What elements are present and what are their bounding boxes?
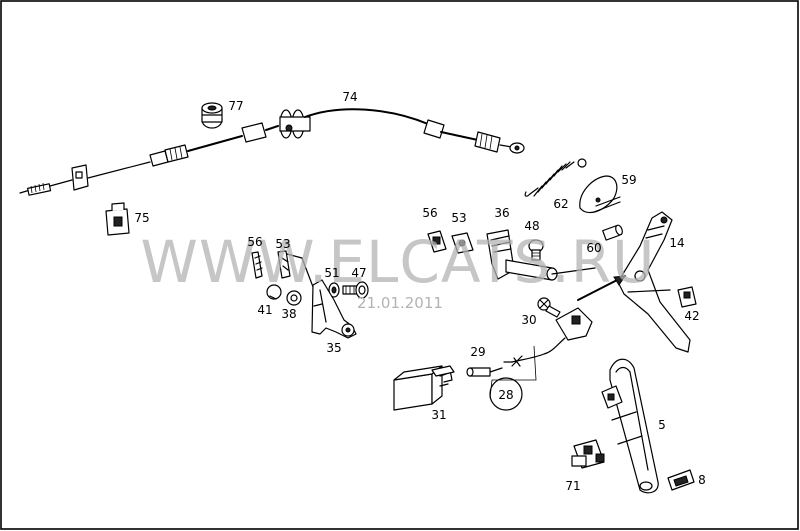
label-28: 28: [498, 388, 513, 402]
label-62: 62: [553, 197, 568, 211]
label-48: 48: [524, 219, 539, 233]
label-31: 31: [431, 408, 446, 422]
label-35: 35: [326, 341, 341, 355]
part-5-accelerator-pedal[interactable]: [601, 358, 659, 494]
part-38-washer[interactable]: [286, 290, 302, 306]
label-5: 5: [658, 418, 666, 432]
part-56-clip-left[interactable]: [251, 251, 263, 279]
label-53-middle: 53: [451, 211, 466, 225]
label-29: 29: [470, 345, 485, 359]
watermark-date: 21.01.2011: [357, 294, 443, 312]
label-59: 59: [621, 173, 636, 187]
part-30-screw[interactable]: [537, 297, 561, 318]
arrow-head: [613, 275, 626, 286]
part-51-bushing[interactable]: [328, 282, 340, 298]
part-53-clip-middle[interactable]: [451, 232, 474, 254]
part-14-accelerator-lever[interactable]: [617, 211, 691, 353]
label-53-left: 53: [275, 237, 290, 251]
label-71: 71: [565, 479, 580, 493]
part-59-cam-plate[interactable]: [579, 175, 621, 213]
part-35-bracket[interactable]: [311, 279, 357, 339]
watermark-text: WWW.ELCATS.RU: [141, 228, 656, 296]
label-30: 30: [521, 313, 536, 327]
part-62-return-spring[interactable]: [524, 158, 587, 197]
label-56-left: 56: [247, 235, 262, 249]
label-77: 77: [228, 99, 243, 113]
part-56-clip-middle[interactable]: [427, 230, 447, 253]
part-29-plug[interactable]: [466, 367, 503, 377]
part-47-bolt-left[interactable]: [342, 281, 369, 299]
label-56-middle: 56: [422, 206, 437, 220]
label-51: 51: [324, 266, 339, 280]
part-77-grommet[interactable]: [201, 102, 223, 129]
part-60-roller[interactable]: [602, 224, 624, 241]
part-28-sensor-cable[interactable]: [489, 307, 593, 411]
label-41: 41: [257, 303, 272, 317]
part-36-pedal-pivot-bracket[interactable]: [486, 229, 596, 281]
label-8: 8: [698, 473, 706, 487]
part-42-clip-right[interactable]: [677, 286, 697, 308]
label-36: 36: [494, 206, 509, 220]
label-74: 74: [342, 90, 357, 104]
label-75: 75: [134, 211, 149, 225]
part-41-circlip[interactable]: [266, 284, 282, 300]
part-71-switch[interactable]: [571, 439, 605, 469]
part-31-connector-housing[interactable]: [393, 365, 455, 411]
part-74-throttle-cable[interactable]: [19, 108, 525, 196]
label-47: 47: [351, 266, 366, 280]
label-14: 14: [669, 236, 684, 250]
label-38: 38: [281, 307, 296, 321]
part-75-clip[interactable]: [105, 202, 130, 236]
label-42: 42: [684, 309, 699, 323]
part-48-bolt-middle[interactable]: [528, 239, 544, 261]
label-60: 60: [586, 241, 601, 255]
part-8-clip[interactable]: [667, 469, 695, 491]
